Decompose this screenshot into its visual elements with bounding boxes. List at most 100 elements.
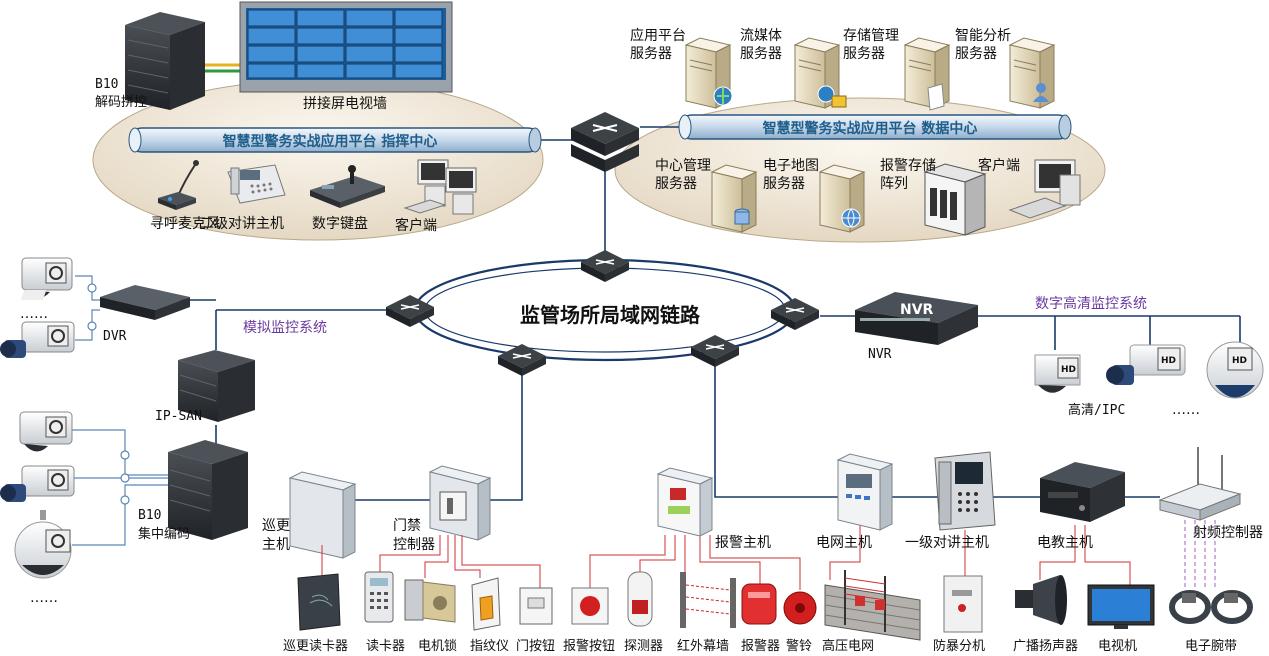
item-label: 防暴分机 xyxy=(933,638,985,654)
core-switch-icon xyxy=(571,112,639,172)
item-label: 报警器 xyxy=(741,638,780,654)
box-camera-icon xyxy=(0,321,75,358)
item-label: 门按钮 xyxy=(516,639,555,654)
server-icon xyxy=(793,37,847,109)
ellipsis: …… xyxy=(1172,402,1200,418)
ip-san-icon xyxy=(178,350,255,422)
fence-host-icon xyxy=(836,453,894,531)
motor-lock-icon xyxy=(404,579,456,623)
dvr-label: DVR xyxy=(103,329,127,344)
nvr-label: NVR xyxy=(868,347,892,362)
client-pc-icon xyxy=(403,159,477,215)
client-pc-icon xyxy=(1008,159,1081,219)
box-camera-icon xyxy=(0,465,75,502)
alarm-button-icon xyxy=(571,587,609,625)
decoder-rack-icon xyxy=(125,12,205,110)
intercom-level1-label: 一级对讲主机 xyxy=(905,535,989,551)
ipc-label: 高清/IPC xyxy=(1068,402,1125,418)
rf-dashed-links xyxy=(1184,520,1216,590)
high-voltage-fence-icon xyxy=(824,570,921,641)
bottom-server-label: 电子地图服务器 xyxy=(763,158,819,192)
server-icon xyxy=(1008,37,1056,109)
command-center-pipe-label: 智慧型警务实战应用平台 指挥中心 xyxy=(222,133,438,150)
item-label: 探测器 xyxy=(624,639,663,654)
dome-camera-icon xyxy=(19,411,73,452)
wristband-icon xyxy=(1169,590,1253,624)
bottom-server-label: 客户端 xyxy=(978,157,1020,174)
alarm-bell-icon xyxy=(783,591,817,625)
detector-icon xyxy=(627,571,653,627)
nvr-icon: NVR xyxy=(855,292,978,345)
svg-text:NVR: NVR xyxy=(900,302,934,318)
digital-keyboard-icon xyxy=(310,165,385,208)
cc-device-label: 寻呼麦克风 xyxy=(150,216,220,232)
item-label: 电子腕带 xyxy=(1185,638,1237,654)
server-icon xyxy=(684,37,733,109)
siren-icon xyxy=(741,583,777,625)
hd-dome-camera-icon: HD xyxy=(1034,354,1081,393)
analog-cabling xyxy=(72,275,168,546)
hd-box-camera-icon: HD xyxy=(1106,344,1186,385)
ellipsis: …… xyxy=(30,590,58,606)
network-links xyxy=(150,126,1241,501)
cc-device-label: 二级对讲主机 xyxy=(200,216,284,232)
alarm-host-icon xyxy=(656,467,714,537)
tv-icon xyxy=(1087,584,1155,629)
item-label: 电视机 xyxy=(1098,639,1137,654)
fence-host-label: 电网主机 xyxy=(816,535,872,551)
fingerprint-icon xyxy=(471,577,501,631)
ip-san-label: IP-SAN xyxy=(155,409,202,424)
switch-icon xyxy=(386,295,434,327)
cc-device-label: 数字键盘 xyxy=(312,215,368,232)
door-button-icon xyxy=(519,587,553,625)
dvr-icon xyxy=(20,285,190,320)
speaker-icon xyxy=(1015,575,1067,625)
svg-text:HD: HD xyxy=(1161,356,1176,366)
item-label: 高压电网 xyxy=(822,638,874,654)
command-center-pipe xyxy=(128,127,542,153)
alarm-host-label: 报警主机 xyxy=(715,535,771,551)
video-wall xyxy=(239,1,453,93)
server-icon xyxy=(903,37,951,111)
item-label: 巡更读卡器 xyxy=(283,639,348,654)
top-server-label: 智能分析服务器 xyxy=(955,28,1011,62)
switch-icon xyxy=(691,335,739,367)
bottom-server-label: 报警存储阵列 xyxy=(880,158,936,192)
server-icon xyxy=(710,164,758,233)
bottom-server-label: 中心管理服务器 xyxy=(655,158,711,192)
cc-device-label: 客户端 xyxy=(395,217,437,234)
dome-camera-icon xyxy=(21,257,73,299)
data-center-pipe-label: 智慧型警务实战应用平台 数据中心 xyxy=(762,120,978,137)
riot-extension-icon xyxy=(943,575,983,633)
switch-icon xyxy=(498,344,546,376)
red-wiring xyxy=(321,525,1131,590)
item-label: 广播扬声器 xyxy=(1013,639,1078,654)
patrol-host-icon xyxy=(288,471,357,559)
infrared-curtain-icon xyxy=(680,572,736,628)
item-label: 指纹仪 xyxy=(470,639,509,654)
switch-icon xyxy=(771,298,819,330)
item-label: 报警按钮 xyxy=(563,638,615,654)
svg-text:HD: HD xyxy=(1061,365,1076,375)
top-server-label: 存储管理服务器 xyxy=(843,28,899,62)
server-icon xyxy=(818,164,866,233)
hd-speed-dome-icon: HD xyxy=(1206,341,1264,399)
microphone-icon xyxy=(158,160,199,210)
svg-text:HD: HD xyxy=(1232,356,1247,366)
item-label: 警铃 xyxy=(786,638,812,654)
patrol-card-reader-icon xyxy=(297,573,341,631)
access-controller-label: 门禁控制器 xyxy=(393,518,435,553)
top-server-label: 流媒体服务器 xyxy=(740,28,782,62)
intercom-level1-icon xyxy=(934,451,996,531)
intercom-host-icon xyxy=(227,164,286,204)
patrol-host-label: 巡更主机 xyxy=(262,518,290,553)
edu-host-icon xyxy=(1040,462,1125,522)
edu-host-label: 电教主机 xyxy=(1037,535,1093,551)
analog-system-label: 模拟监控系统 xyxy=(243,320,327,336)
top-server-label: 应用平台服务器 xyxy=(630,27,686,62)
card-reader-icon xyxy=(364,571,394,623)
video-wall-label: 拼接屏电视墙 xyxy=(303,95,387,112)
